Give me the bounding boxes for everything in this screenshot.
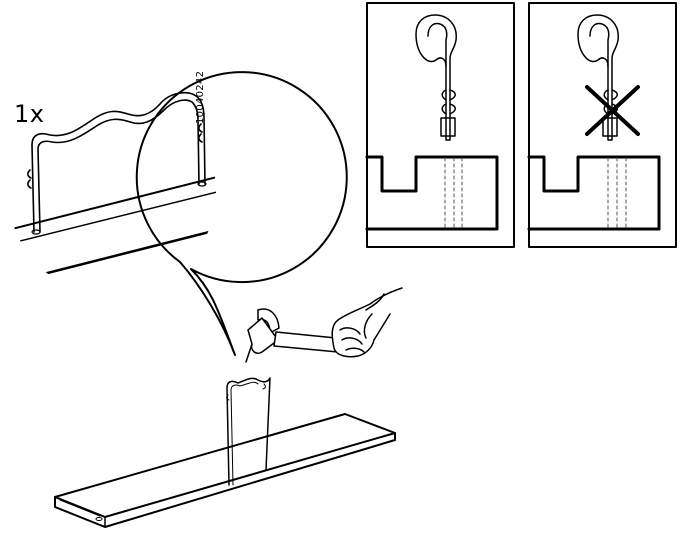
hammer-handle bbox=[273, 331, 339, 353]
magnifier-callout bbox=[8, 71, 348, 356]
hammer bbox=[245, 308, 339, 363]
board-profile-incorrect bbox=[527, 155, 661, 231]
hand bbox=[331, 287, 403, 358]
detail-panel-incorrect bbox=[527, 2, 677, 248]
hook-incorrect bbox=[577, 14, 619, 141]
hook-correct bbox=[415, 14, 457, 141]
board-profile-correct bbox=[365, 155, 499, 231]
magnifier-outline bbox=[135, 71, 348, 356]
magnified-wire-hook bbox=[27, 91, 207, 235]
detail-panel-correct bbox=[365, 2, 515, 248]
quantity-label: 1x bbox=[14, 100, 45, 128]
wire-hook bbox=[226, 377, 271, 486]
part-number-label: 10040242 bbox=[195, 70, 206, 124]
shelf-board bbox=[54, 413, 396, 528]
cross-mark-icon bbox=[585, 85, 640, 136]
shelf-assembly bbox=[54, 377, 396, 528]
